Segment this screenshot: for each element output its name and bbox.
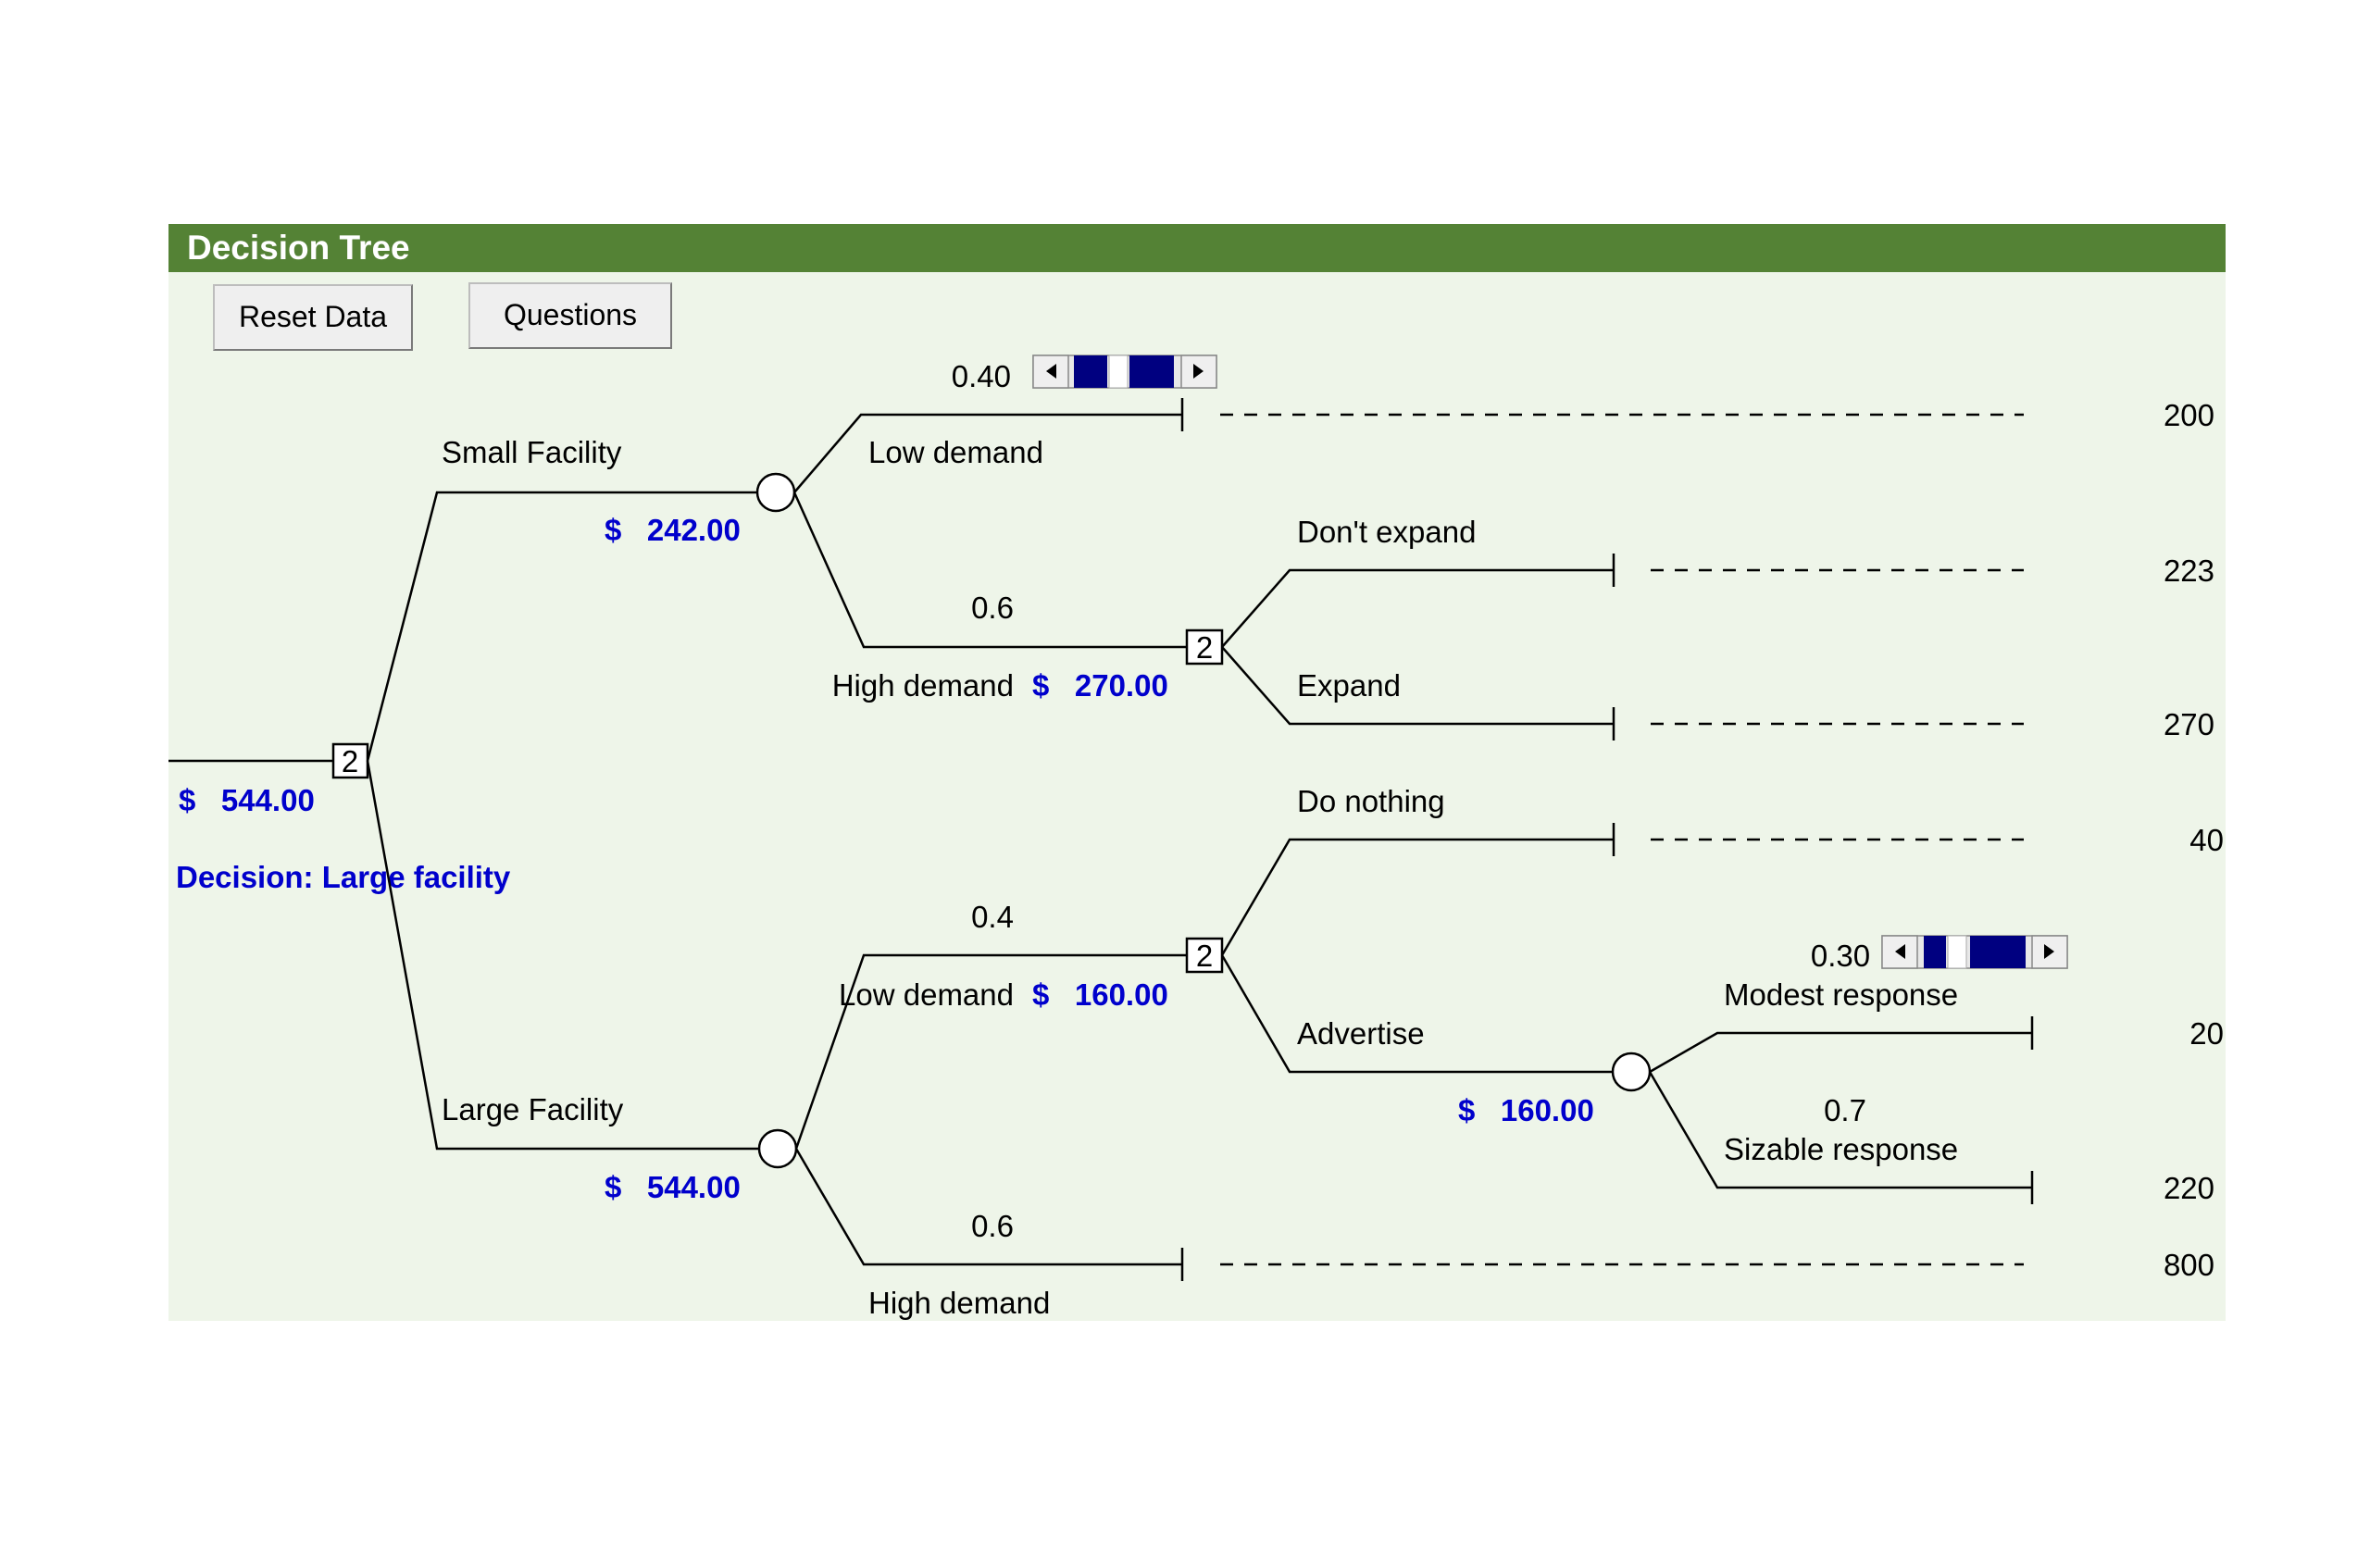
slider-2-thumb[interactable] (1947, 935, 1967, 969)
large-facility-value: $ 544.00 (605, 1170, 741, 1204)
do-nothing-label: Do nothing (1297, 784, 1445, 818)
expand-branch (1221, 646, 1614, 726)
slider-1-track-fill (1129, 355, 1174, 388)
advertise-decision-node[interactable] (1185, 937, 1224, 974)
sizable-response-probability: 0.7 (1824, 1093, 1866, 1127)
do-nothing-branch (1220, 838, 1614, 956)
advertise-label: Advertise (1297, 1016, 1425, 1051)
expand-decision-node[interactable] (1185, 628, 1224, 666)
small-low-demand-probability: 0.40 (952, 359, 1011, 393)
large-facility-label: Large Facility (442, 1092, 624, 1126)
large-facility-chance-node[interactable] (757, 1128, 798, 1169)
questions-button[interactable]: Questions (468, 282, 672, 349)
small-facility-label: Small Facility (442, 435, 622, 469)
response-chance-node[interactable] (1611, 1052, 1652, 1092)
payoff-220: 220 (2164, 1171, 2214, 1205)
payoff-800: 800 (2164, 1248, 2214, 1282)
small-high-demand-value: $ 270.00 (1032, 668, 1168, 703)
large-high-demand-label: High demand (868, 1286, 1050, 1320)
advertise-node-number: 2 (1196, 939, 1213, 973)
small-facility-chance-node[interactable] (755, 472, 796, 513)
small-low-demand-label: Low demand (868, 435, 1043, 469)
probability-slider-2[interactable] (1881, 935, 2068, 969)
arrow-left-icon (1895, 944, 1905, 959)
small-high-demand-label: High demand (832, 668, 1014, 703)
large-low-demand-probability: 0.4 (971, 900, 1014, 934)
probability-slider-1[interactable] (1032, 355, 1217, 389)
page-title: Decision Tree (187, 229, 410, 267)
large-high-demand-branch (794, 1148, 1182, 1266)
small-high-demand-probability: 0.6 (971, 591, 1014, 625)
slider-1-track-fill (1074, 355, 1107, 388)
arrow-right-icon (1193, 364, 1204, 379)
dont-expand-label: Don't expand (1297, 515, 1476, 549)
title-bar: Decision Tree (168, 224, 2226, 272)
slider-2-left-arrow[interactable] (1881, 935, 1918, 969)
payoff-40: 40 (2189, 823, 2224, 857)
modest-response-branch (1649, 1031, 2032, 1074)
small-low-demand-branch (793, 413, 1182, 493)
advertise-value: $ 160.00 (1458, 1093, 1594, 1127)
arrow-left-icon (1046, 364, 1056, 379)
advertise-branch (1220, 954, 1613, 1074)
expand-node-number: 2 (1196, 630, 1213, 665)
modest-response-probability: 0.30 (1811, 939, 1870, 973)
small-facility-value: $ 242.00 (605, 513, 741, 547)
sizable-response-branch (1648, 1071, 2032, 1189)
large-low-demand-label: Low demand (839, 977, 1014, 1012)
sizable-response-label: Sizable response (1724, 1132, 1958, 1166)
decision-tree-panel (168, 224, 2226, 1321)
payoff-20: 20 (2189, 1016, 2224, 1051)
slider-2-track-fill (1924, 936, 1946, 968)
small-facility-branch (366, 491, 757, 762)
large-facility-branch (366, 760, 759, 1151)
modest-response-label: Modest response (1724, 977, 1958, 1012)
payoff-223: 223 (2164, 554, 2214, 588)
large-low-demand-value: $ 160.00 (1032, 977, 1168, 1012)
large-low-demand-branch (794, 953, 1187, 1150)
payoff-270: 270 (2164, 707, 2214, 741)
decision-text: Decision: Large facility (176, 860, 511, 894)
reset-data-button[interactable]: Reset Data (213, 284, 413, 351)
root-decision-node[interactable] (331, 742, 369, 779)
slider-1-thumb[interactable] (1108, 355, 1129, 389)
small-high-demand-branch (792, 492, 1187, 649)
expand-label: Expand (1297, 668, 1401, 703)
arrow-right-icon (2044, 944, 2054, 959)
payoff-200: 200 (2164, 398, 2214, 432)
large-high-demand-probability: 0.6 (971, 1209, 1014, 1243)
dont-expand-branch (1221, 568, 1614, 648)
root-value: $ 544.00 (179, 783, 315, 817)
slider-2-track-fill (1970, 936, 2026, 968)
root-node-number: 2 (342, 744, 358, 778)
